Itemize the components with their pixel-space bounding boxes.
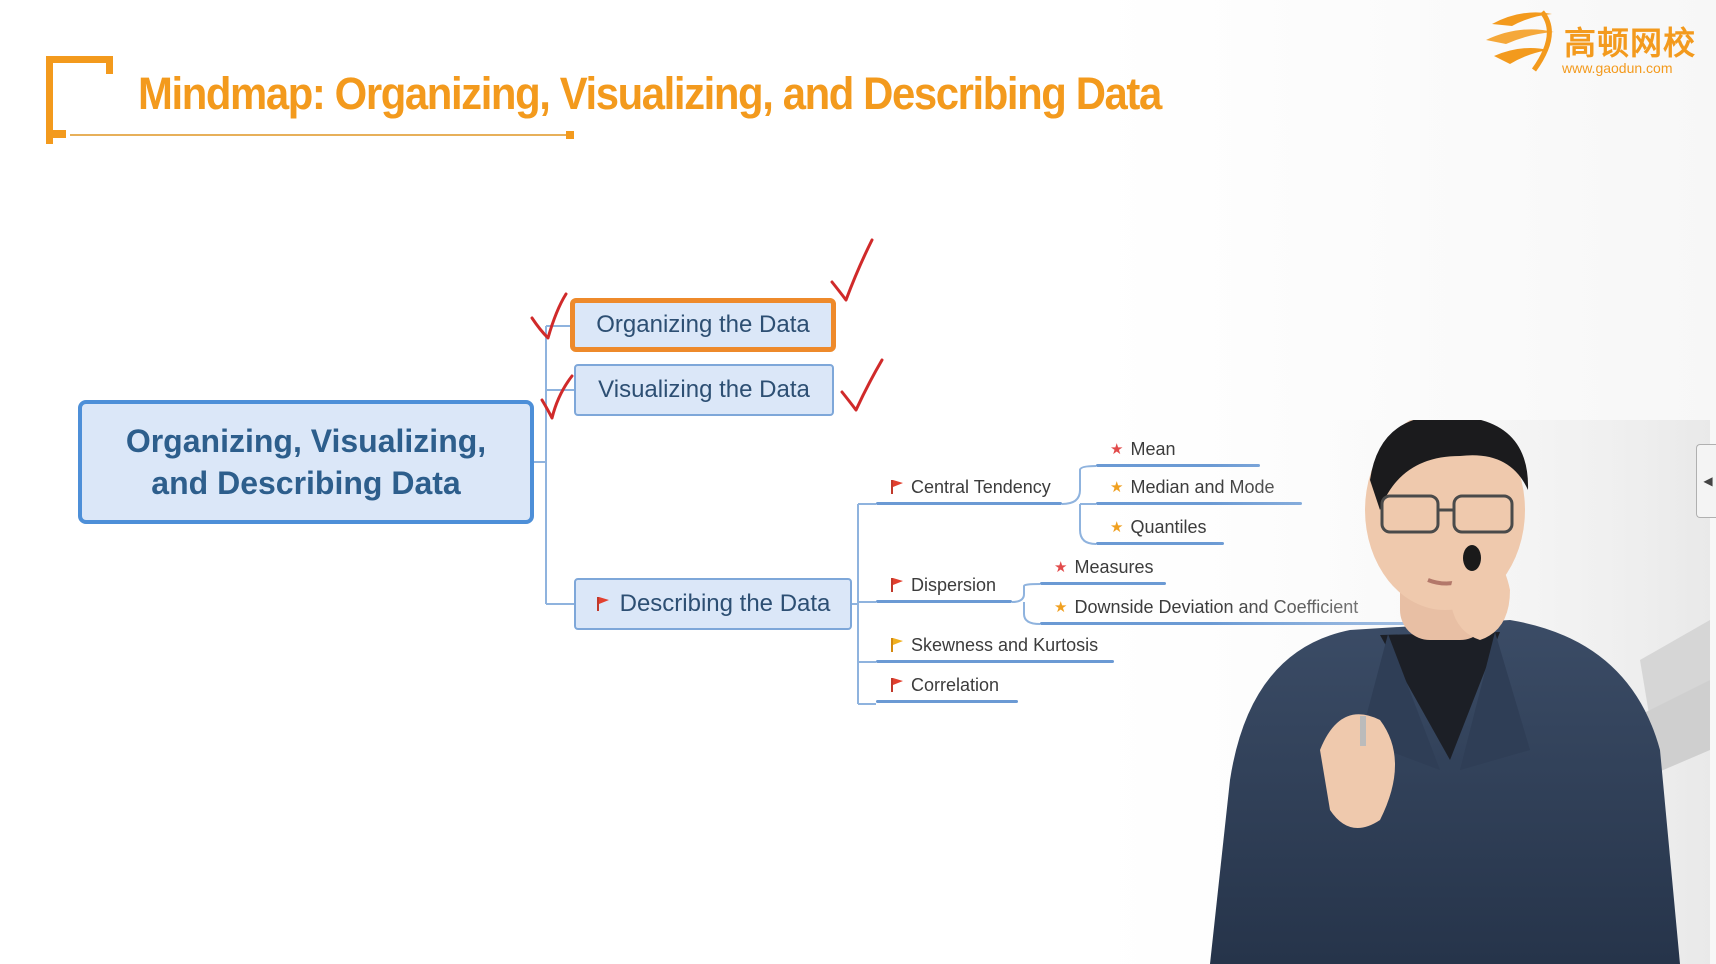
leaf-label: Correlation bbox=[911, 674, 1000, 695]
node-describing-the-data[interactable]: Describing the Data bbox=[574, 578, 852, 630]
red-flag-icon bbox=[891, 678, 903, 692]
title-bracket-decoration bbox=[46, 56, 113, 144]
node-label: Visualizing the Data bbox=[598, 376, 810, 403]
leaf-label: Central Tendency bbox=[911, 476, 1051, 497]
side-panel-toggle[interactable]: ◀ bbox=[1696, 444, 1716, 518]
connector-root-trunk bbox=[534, 326, 547, 604]
checkmark-icon bbox=[840, 358, 884, 412]
node-label: Organizing the Data bbox=[596, 311, 810, 338]
node-visualizing-the-data[interactable]: Visualizing the Data bbox=[574, 364, 834, 416]
title-bracket-foot bbox=[46, 130, 66, 138]
leaf-label: Quantiles bbox=[1130, 516, 1207, 537]
presenter-video bbox=[1210, 420, 1710, 964]
red-flag-icon bbox=[891, 480, 903, 494]
gaodun-logo: 高顿网校 www.gaodun.com bbox=[1482, 4, 1712, 78]
node-quantiles[interactable]: ★ Quantiles bbox=[1096, 512, 1224, 545]
node-measures[interactable]: ★ Measures bbox=[1040, 552, 1166, 585]
red-flag-icon bbox=[596, 597, 609, 611]
node-label: Describing the Data bbox=[619, 590, 831, 617]
title-underline bbox=[70, 134, 570, 136]
checkmark-icon bbox=[530, 292, 568, 340]
checkmark-icon bbox=[830, 238, 874, 302]
orange-star-icon: ★ bbox=[1110, 518, 1124, 536]
mindmap-root-node[interactable]: Organizing, Visualizing, and Describing … bbox=[78, 400, 534, 524]
root-node-label: Organizing, Visualizing, and Describing … bbox=[125, 423, 487, 501]
leaf-label: Mean bbox=[1130, 438, 1176, 459]
connector-describe-trunk bbox=[852, 504, 859, 704]
red-star-icon: ★ bbox=[1054, 558, 1068, 576]
logo-swoosh-icon bbox=[1486, 10, 1554, 72]
connector-central-fork bbox=[1061, 465, 1097, 545]
connector-dispersion-fork bbox=[1011, 583, 1041, 625]
leaf-label: Measures bbox=[1074, 556, 1154, 577]
leaf-label: Skewness and Kurtosis bbox=[911, 634, 1099, 655]
node-correlation[interactable]: Correlation bbox=[876, 670, 1018, 703]
slide-title: Mindmap: Organizing, Visualizing, and De… bbox=[138, 68, 1162, 119]
node-central-tendency[interactable]: Central Tendency bbox=[876, 472, 1062, 505]
collapse-arrow-icon: ◀ bbox=[1703, 474, 1713, 488]
node-mean[interactable]: ★ Mean bbox=[1096, 434, 1260, 467]
node-skewness-and-kurtosis[interactable]: Skewness and Kurtosis bbox=[876, 630, 1114, 663]
red-star-icon: ★ bbox=[1110, 440, 1124, 458]
checkmark-icon bbox=[540, 374, 574, 420]
orange-star-icon: ★ bbox=[1110, 478, 1124, 496]
node-dispersion[interactable]: Dispersion bbox=[876, 570, 1012, 603]
leaf-label: Dispersion bbox=[911, 574, 997, 595]
orange-flag-icon bbox=[891, 638, 903, 652]
red-flag-icon bbox=[891, 578, 903, 592]
logo-chinese-name: 高顿网校 bbox=[1564, 24, 1697, 62]
title-underline-dot bbox=[566, 131, 574, 139]
logo-url: www.gaodun.com bbox=[1562, 60, 1673, 76]
node-organizing-the-data[interactable]: Organizing the Data bbox=[570, 298, 836, 352]
orange-star-icon: ★ bbox=[1054, 598, 1068, 616]
